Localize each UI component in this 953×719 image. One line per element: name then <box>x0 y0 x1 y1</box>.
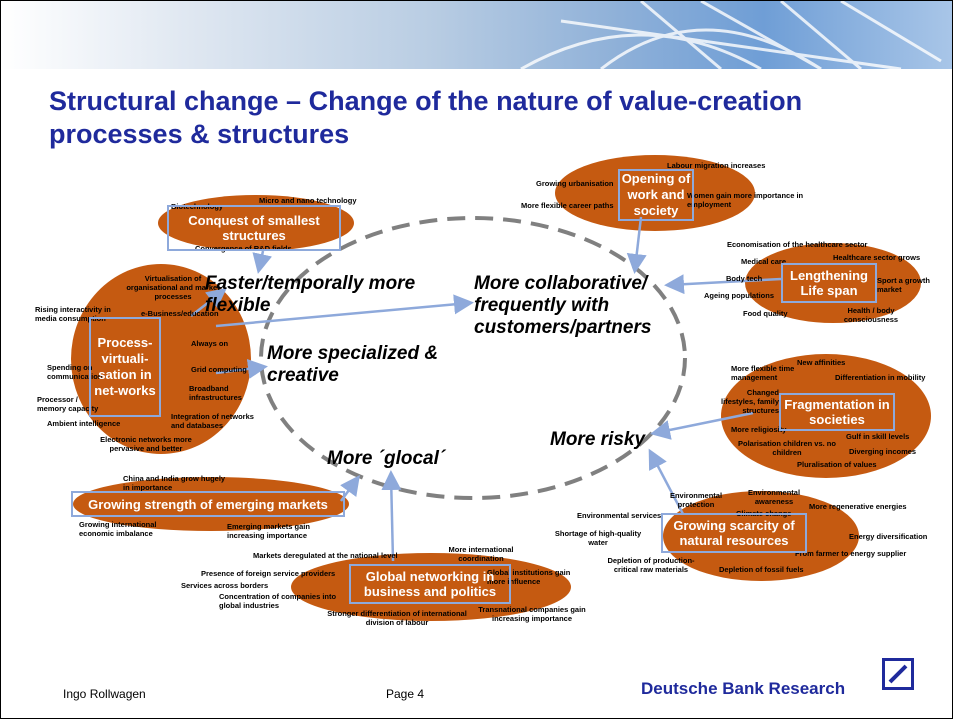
item-micro-nano: Micro and nano technology <box>259 196 357 205</box>
item-broadband: Broadband infrastructures <box>189 384 242 402</box>
item-imbalance: Growing international economic imbalance <box>79 520 157 538</box>
label-fragmentation: Fragmentation in societies <box>779 393 895 431</box>
item-foreign-services: Presence of foreign service providers <box>201 569 336 578</box>
center-flexible: Faster/temporally more flexible <box>205 273 416 316</box>
item-processor: Processor / memory capacity <box>37 395 99 413</box>
center-collaborative: More collaborative/ frequently with cust… <box>474 273 652 338</box>
item-economisation: Economisation of the healthcare sector <box>727 240 868 249</box>
deutsche-bank-logo-icon <box>882 658 914 690</box>
item-labour-migration: Labour migration increases <box>667 161 766 170</box>
arrow-conquest <box>252 250 273 274</box>
footer-page: Page 4 <box>386 687 425 701</box>
item-coordination: More international coordination <box>448 545 514 563</box>
footer-brand: Deutsche Bank Research <box>641 679 846 698</box>
label-emerging: Growing strength of emerging markets <box>71 491 345 517</box>
ellipse-process <box>71 264 251 454</box>
item-convergence: Convergence of R&D fields <box>195 244 292 253</box>
item-water: Shortage of high-quality water <box>554 529 642 547</box>
item-urbanisation: Growing urbanisation <box>536 179 614 188</box>
ellipse-opening <box>555 155 755 231</box>
arrow-lifespan <box>664 274 782 295</box>
ellipse-global <box>291 553 571 621</box>
ellipse-emerging <box>73 477 349 531</box>
header-banner <box>1 1 952 69</box>
item-medical-care: Medical care <box>741 257 787 266</box>
item-spending: Spending on communication <box>47 363 103 381</box>
item-transnational: Transnational companies gain increasing … <box>478 605 586 623</box>
item-lifestyles: Changed lifestyles, family structures <box>721 388 779 415</box>
item-sport: Sport a growth market <box>877 276 930 294</box>
item-ebusiness: e-Business/education <box>141 309 219 318</box>
item-polarisation: Polarisation children vs. no children <box>738 439 836 457</box>
item-services-borders: Services across borders <box>181 581 269 590</box>
item-healthcare-grows: Healthcare sector grows <box>833 253 921 262</box>
arrow-fragmentation <box>650 411 754 440</box>
item-interactivity: Rising interactivity in media consumptio… <box>35 305 111 323</box>
central-dashed-ellipse <box>259 216 687 500</box>
label-conquest: Conquest of smallest structures <box>167 205 341 251</box>
item-concentration: Concentration of companies into global i… <box>219 592 337 610</box>
arrow-process-flexible <box>190 287 227 317</box>
item-deregulated: Markets deregulated at the national leve… <box>253 551 398 560</box>
item-emerging-gain: Emerging markets gain increasing importa… <box>227 522 310 540</box>
ellipse-fragmentation <box>721 354 931 478</box>
ellipse-conquest <box>158 195 354 251</box>
label-global: Global networking in business and politi… <box>349 564 511 604</box>
item-electronic-networks: Electronic networks more pervasive and b… <box>100 435 192 453</box>
arrow-process-collab <box>215 294 474 328</box>
center-specialized: More specialized & creative <box>267 343 439 386</box>
arrow-process-specialized <box>215 358 268 379</box>
item-career-paths: More flexible career paths <box>521 201 614 210</box>
item-global-institutions: Global institutions gain more influence <box>487 568 571 586</box>
globe-graphic <box>520 1 942 69</box>
item-env-protection: Environmental protection <box>669 491 723 509</box>
item-farmer: From farmer to energy supplier <box>795 549 907 558</box>
label-process: Process-virtuali-sation in net-works <box>89 317 161 417</box>
label-lifespan: Lengthening Life span <box>781 263 877 303</box>
item-regenerative: More regenerative energies <box>809 502 907 511</box>
item-health-body: Health / body consciousness <box>843 306 899 324</box>
item-china-india: China and India grow hugely in importanc… <box>123 474 226 492</box>
item-new-affinities: New affinities <box>797 358 846 367</box>
item-ageing: Ageing populations <box>704 291 774 300</box>
item-diverging-incomes: Diverging incomes <box>849 447 917 456</box>
footer-author: Ingo Rollwagen <box>63 687 146 701</box>
arrow-global <box>381 470 402 562</box>
item-always-on: Always on <box>191 339 229 348</box>
arrow-opening <box>626 216 647 274</box>
label-scarcity: Growing scarcity of natural resources <box>661 513 807 553</box>
item-diversification: Energy diversification <box>849 532 928 541</box>
item-religiosity: More religiosity <box>731 425 787 434</box>
item-virtualisation: Virtualisation of organisational and mar… <box>126 274 220 301</box>
item-env-services: Environmental services <box>577 511 662 520</box>
slide-title: Structural change – Change of the nature… <box>49 86 803 149</box>
item-body-tech: Body tech <box>726 274 763 283</box>
item-mobility: Differentiation in mobility <box>835 373 926 382</box>
center-risky: More risky <box>550 429 646 450</box>
item-grid: Grid computing <box>191 365 247 374</box>
item-flexible-time: More flexible time management <box>731 364 795 382</box>
item-fossil: Depletion of fossil fuels <box>719 565 804 574</box>
item-ambient: Ambient intelligence <box>47 419 121 428</box>
label-opening: Opening of work and society <box>618 169 694 221</box>
item-depletion-raw: Depletion of production-critical raw mat… <box>607 556 695 574</box>
center-glocal: More ´glocal´ <box>327 448 446 469</box>
item-gulf-skill: Gulf in skill levels <box>846 432 910 441</box>
item-food-quality: Food quality <box>743 309 788 318</box>
item-women: Women gain more importance in employment <box>687 191 804 209</box>
item-division-labour: Stronger differentiation of internationa… <box>327 609 467 627</box>
item-pluralisation: Pluralisation of values <box>797 460 877 469</box>
item-env-awareness: Environmental awareness <box>747 488 801 506</box>
arrow-scarcity <box>648 448 685 515</box>
item-integration: Integration of networks and databases <box>171 412 254 430</box>
